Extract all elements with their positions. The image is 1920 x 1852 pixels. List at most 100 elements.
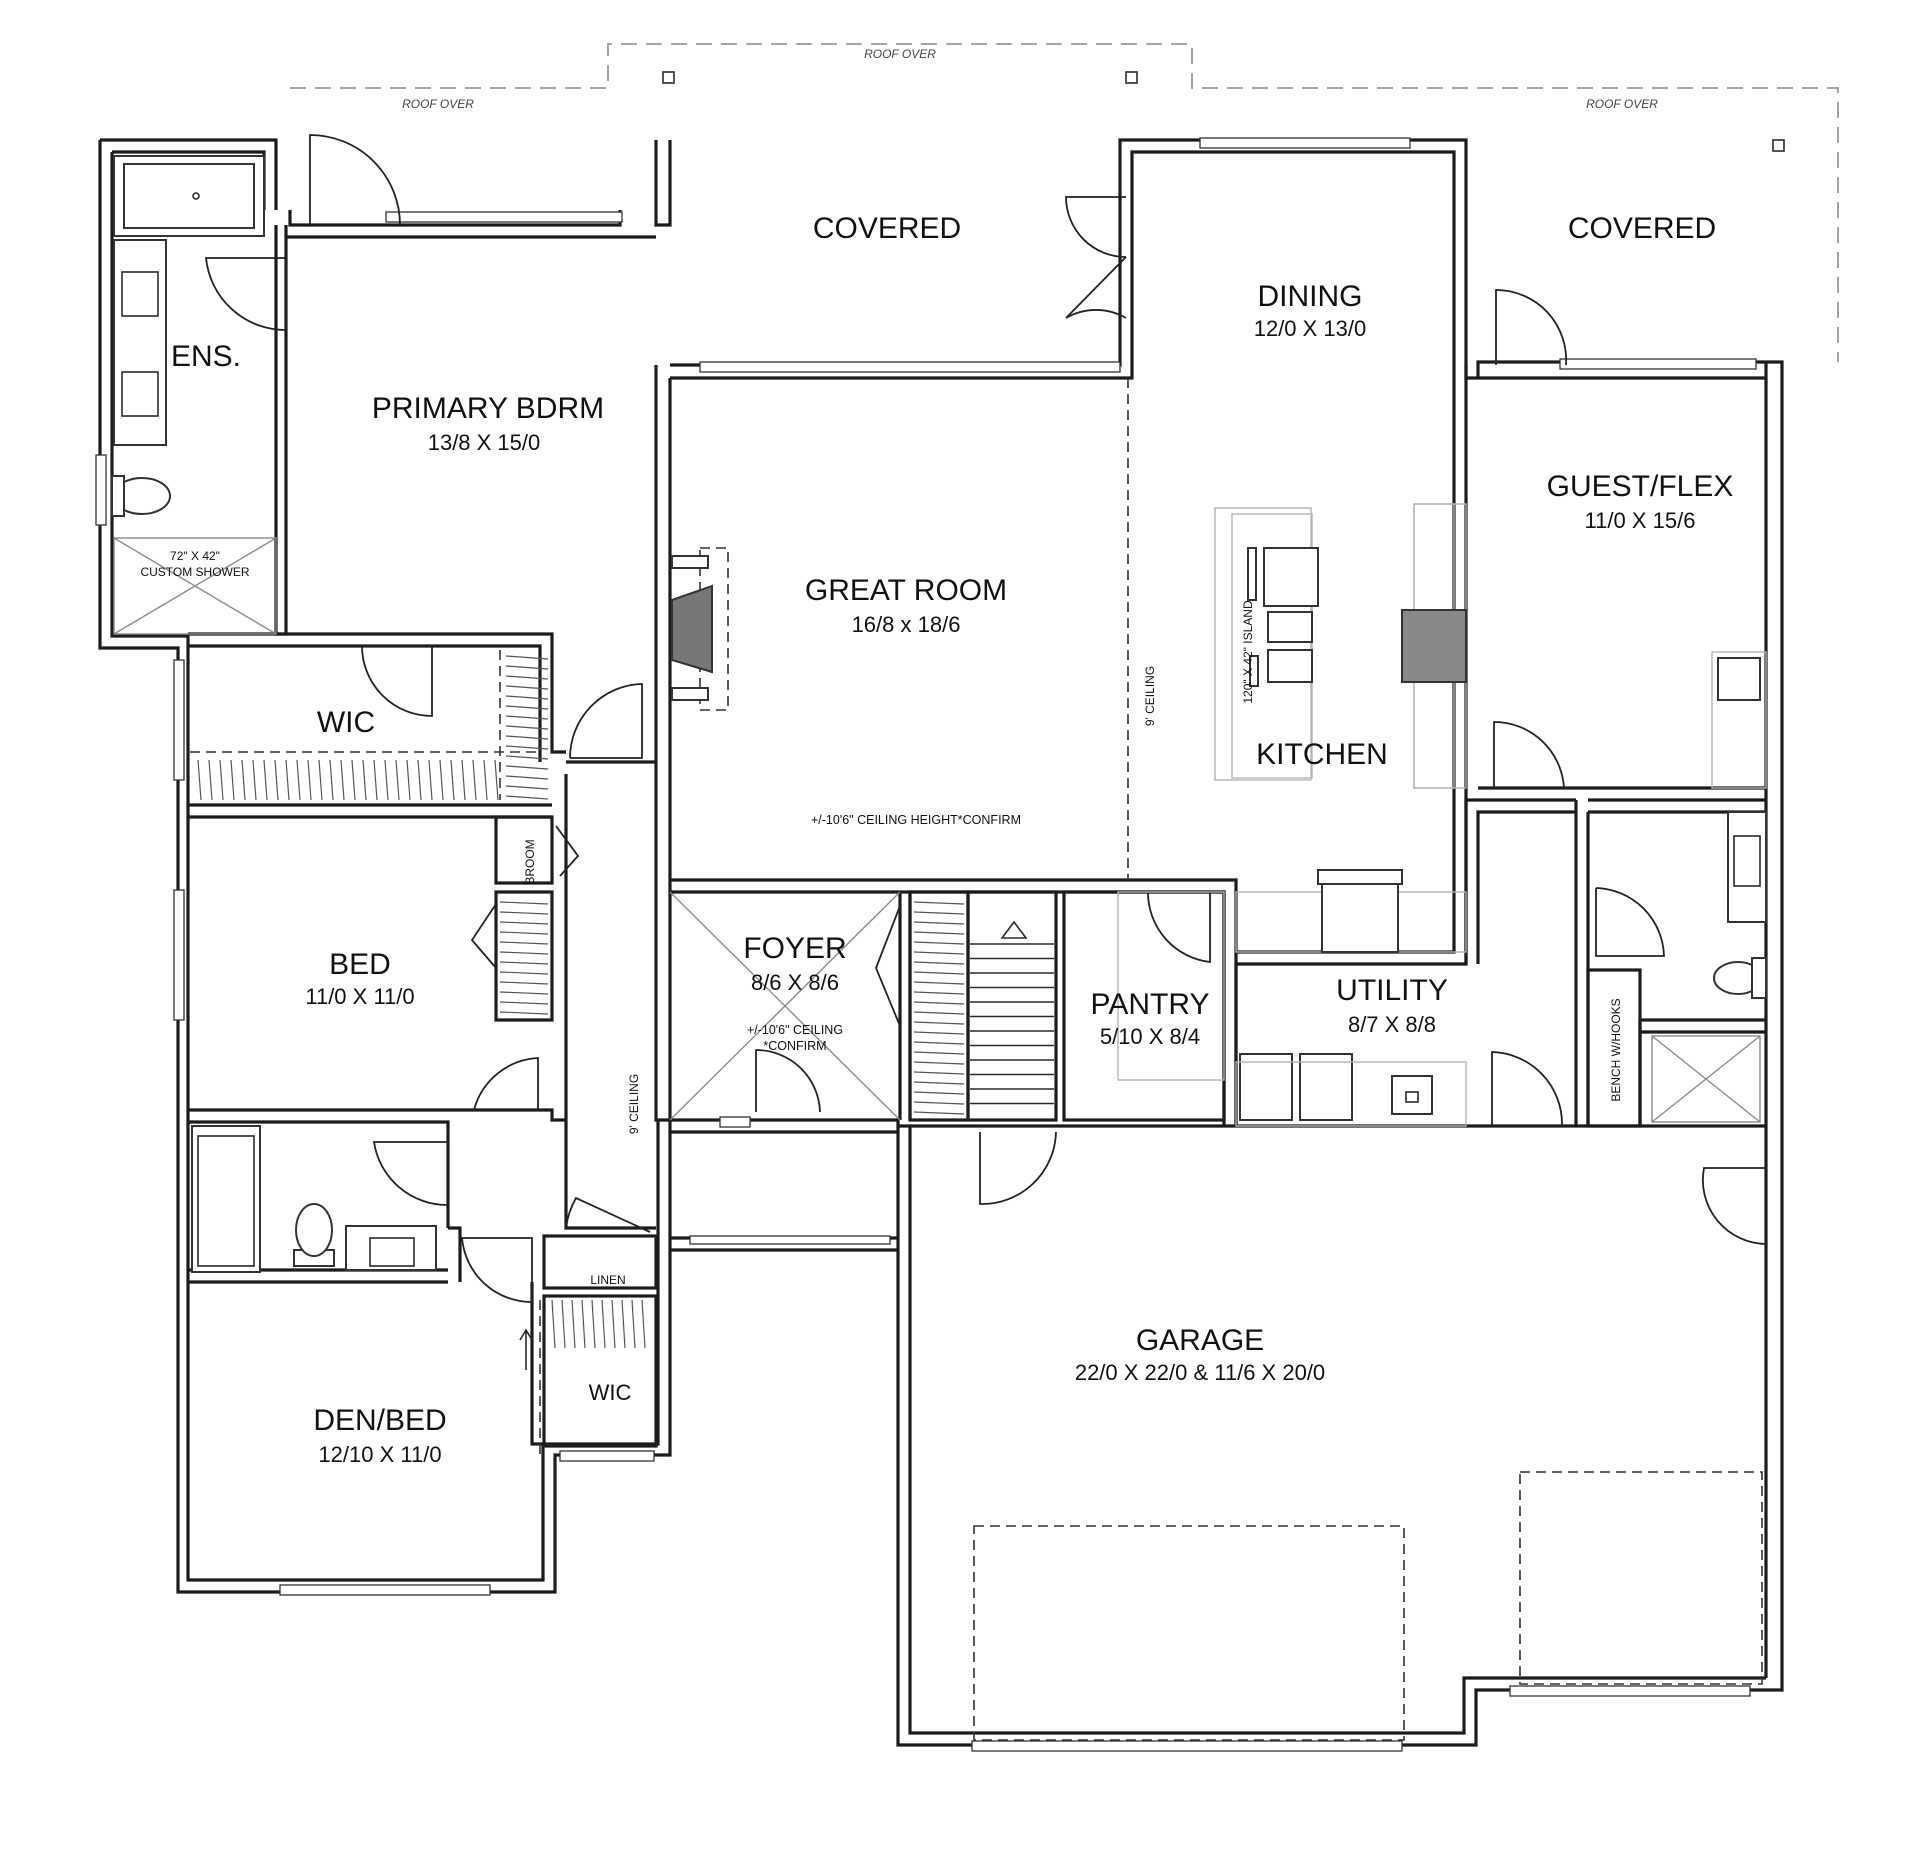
hanger-line <box>439 759 444 801</box>
roof-note-right: ROOF OVER <box>1586 97 1658 111</box>
hanger-line <box>913 981 965 985</box>
hanger-line <box>499 1001 549 1005</box>
hanger-line <box>913 1091 965 1095</box>
ensuite-fixtures <box>111 155 277 635</box>
hanger-line <box>450 759 455 801</box>
fireplace <box>671 547 729 711</box>
hanger-line <box>499 921 549 925</box>
wic-den-label: WIC <box>589 1380 632 1405</box>
hanger-line <box>601 1299 606 1349</box>
linen-label: LINEN <box>590 1273 625 1287</box>
primary-bedroom-label: PRIMARY BDRM <box>372 392 604 425</box>
hanger-line <box>505 785 549 790</box>
stairs <box>970 920 1054 1105</box>
doors <box>205 134 1767 1303</box>
foyer-ceiling-note-1: +/-10'6" CEILING <box>747 1023 843 1037</box>
great-room-ceiling-note: +/-10'6" CEILING HEIGHT*CONFIRM <box>811 813 1021 827</box>
bed-dims: 11/0 X 11/0 <box>305 984 414 1009</box>
hanger-line <box>472 759 477 801</box>
foyer-ceiling-marks <box>669 891 901 1121</box>
hanger-line <box>241 759 246 801</box>
bed-label: BED <box>329 948 391 981</box>
hanger-line <box>505 665 549 670</box>
hanger-line <box>219 759 224 801</box>
hanger-line <box>913 971 965 975</box>
shower-label: CUSTOM SHOWER <box>140 565 249 579</box>
covered-left-label: COVERED <box>813 212 961 245</box>
garage-parking <box>973 1471 1763 1741</box>
hanger-line <box>494 759 499 801</box>
hanger-line <box>913 951 965 955</box>
hanger-line <box>505 685 549 690</box>
half-bath-fixtures <box>1651 811 1767 1123</box>
kitchen-label: KITCHEN <box>1256 738 1388 771</box>
roof-outline <box>290 43 1839 362</box>
bath-fixtures <box>191 1125 437 1273</box>
foyer-dims: 8/6 X 8/6 <box>751 970 839 995</box>
hanger-line <box>913 961 965 965</box>
dining-label: DINING <box>1258 280 1363 313</box>
broom-label: BROOM <box>523 839 537 884</box>
hanger-line <box>505 775 549 780</box>
hanger-line <box>505 725 549 730</box>
primary-bedroom-dims: 13/8 X 15/0 <box>428 430 541 455</box>
hanger-line <box>499 1011 549 1015</box>
hanger-line <box>551 1299 556 1349</box>
hanger-line <box>417 759 422 801</box>
hanger-line <box>913 1071 965 1075</box>
hanger-line <box>505 715 549 720</box>
bed-closet-shelves <box>499 901 549 1015</box>
hanger-line <box>362 759 367 801</box>
interior-walls <box>188 632 1766 1448</box>
pantry-dims: 5/10 X 8/4 <box>1100 1024 1200 1049</box>
pantry-label: PANTRY <box>1091 988 1210 1021</box>
hanger-line <box>913 1041 965 1045</box>
guest-flex-fixtures <box>1711 651 1767 789</box>
den-bed-label: DEN/BED <box>313 1404 446 1437</box>
roof-note-left: ROOF OVER <box>402 97 474 111</box>
hanger-line <box>351 759 356 801</box>
hanger-line <box>913 931 965 935</box>
hanger-line <box>913 901 965 905</box>
hanger-line <box>631 1299 636 1349</box>
hanger-line <box>406 759 411 801</box>
hanger-line <box>499 931 549 935</box>
hanger-line <box>395 759 400 801</box>
covered-right-label: COVERED <box>1568 212 1716 245</box>
hanger-line <box>505 655 549 660</box>
hanger-line <box>208 759 213 801</box>
kitchen-fixtures <box>1127 378 1467 880</box>
hanger-line <box>913 1061 965 1065</box>
hanger-line <box>483 759 488 801</box>
windows <box>95 137 1757 1752</box>
hanger-line <box>274 759 279 801</box>
hanger-line <box>505 705 549 710</box>
foyer-ceiling-note-2: *CONFIRM <box>763 1039 826 1053</box>
hanger-line <box>641 1299 646 1349</box>
hanger-line <box>499 941 549 945</box>
hanger-line <box>591 1299 596 1349</box>
hanger-line <box>913 1021 965 1025</box>
garage-dims: 22/0 X 22/0 & 11/6 X 20/0 <box>1075 1360 1325 1385</box>
foyer-closet-shelves <box>913 901 965 1115</box>
hanger-line <box>913 1001 965 1005</box>
foyer-label: FOYER <box>743 932 846 965</box>
wic-primary-label: WIC <box>317 706 375 739</box>
hanger-line <box>384 759 389 801</box>
hanger-line <box>230 759 235 801</box>
dining-dims: 12/0 X 13/0 <box>1254 316 1367 341</box>
great-room-label: GREAT ROOM <box>805 574 1007 607</box>
den-wic-shelves <box>551 1299 646 1349</box>
hanger-line <box>913 1081 965 1085</box>
hanger-line <box>296 759 301 801</box>
shower-size-label: 72" X 42" <box>170 549 220 563</box>
hanger-line <box>571 1299 576 1349</box>
hanger-line <box>318 759 323 801</box>
guest-flex-label: GUEST/FLEX <box>1547 470 1734 503</box>
hanger-line <box>505 735 549 740</box>
hanger-line <box>499 981 549 985</box>
hanger-line <box>505 765 549 770</box>
hanger-line <box>263 759 268 801</box>
den-bed-dims: 12/10 X 11/0 <box>318 1442 441 1467</box>
hanger-line <box>505 755 549 760</box>
